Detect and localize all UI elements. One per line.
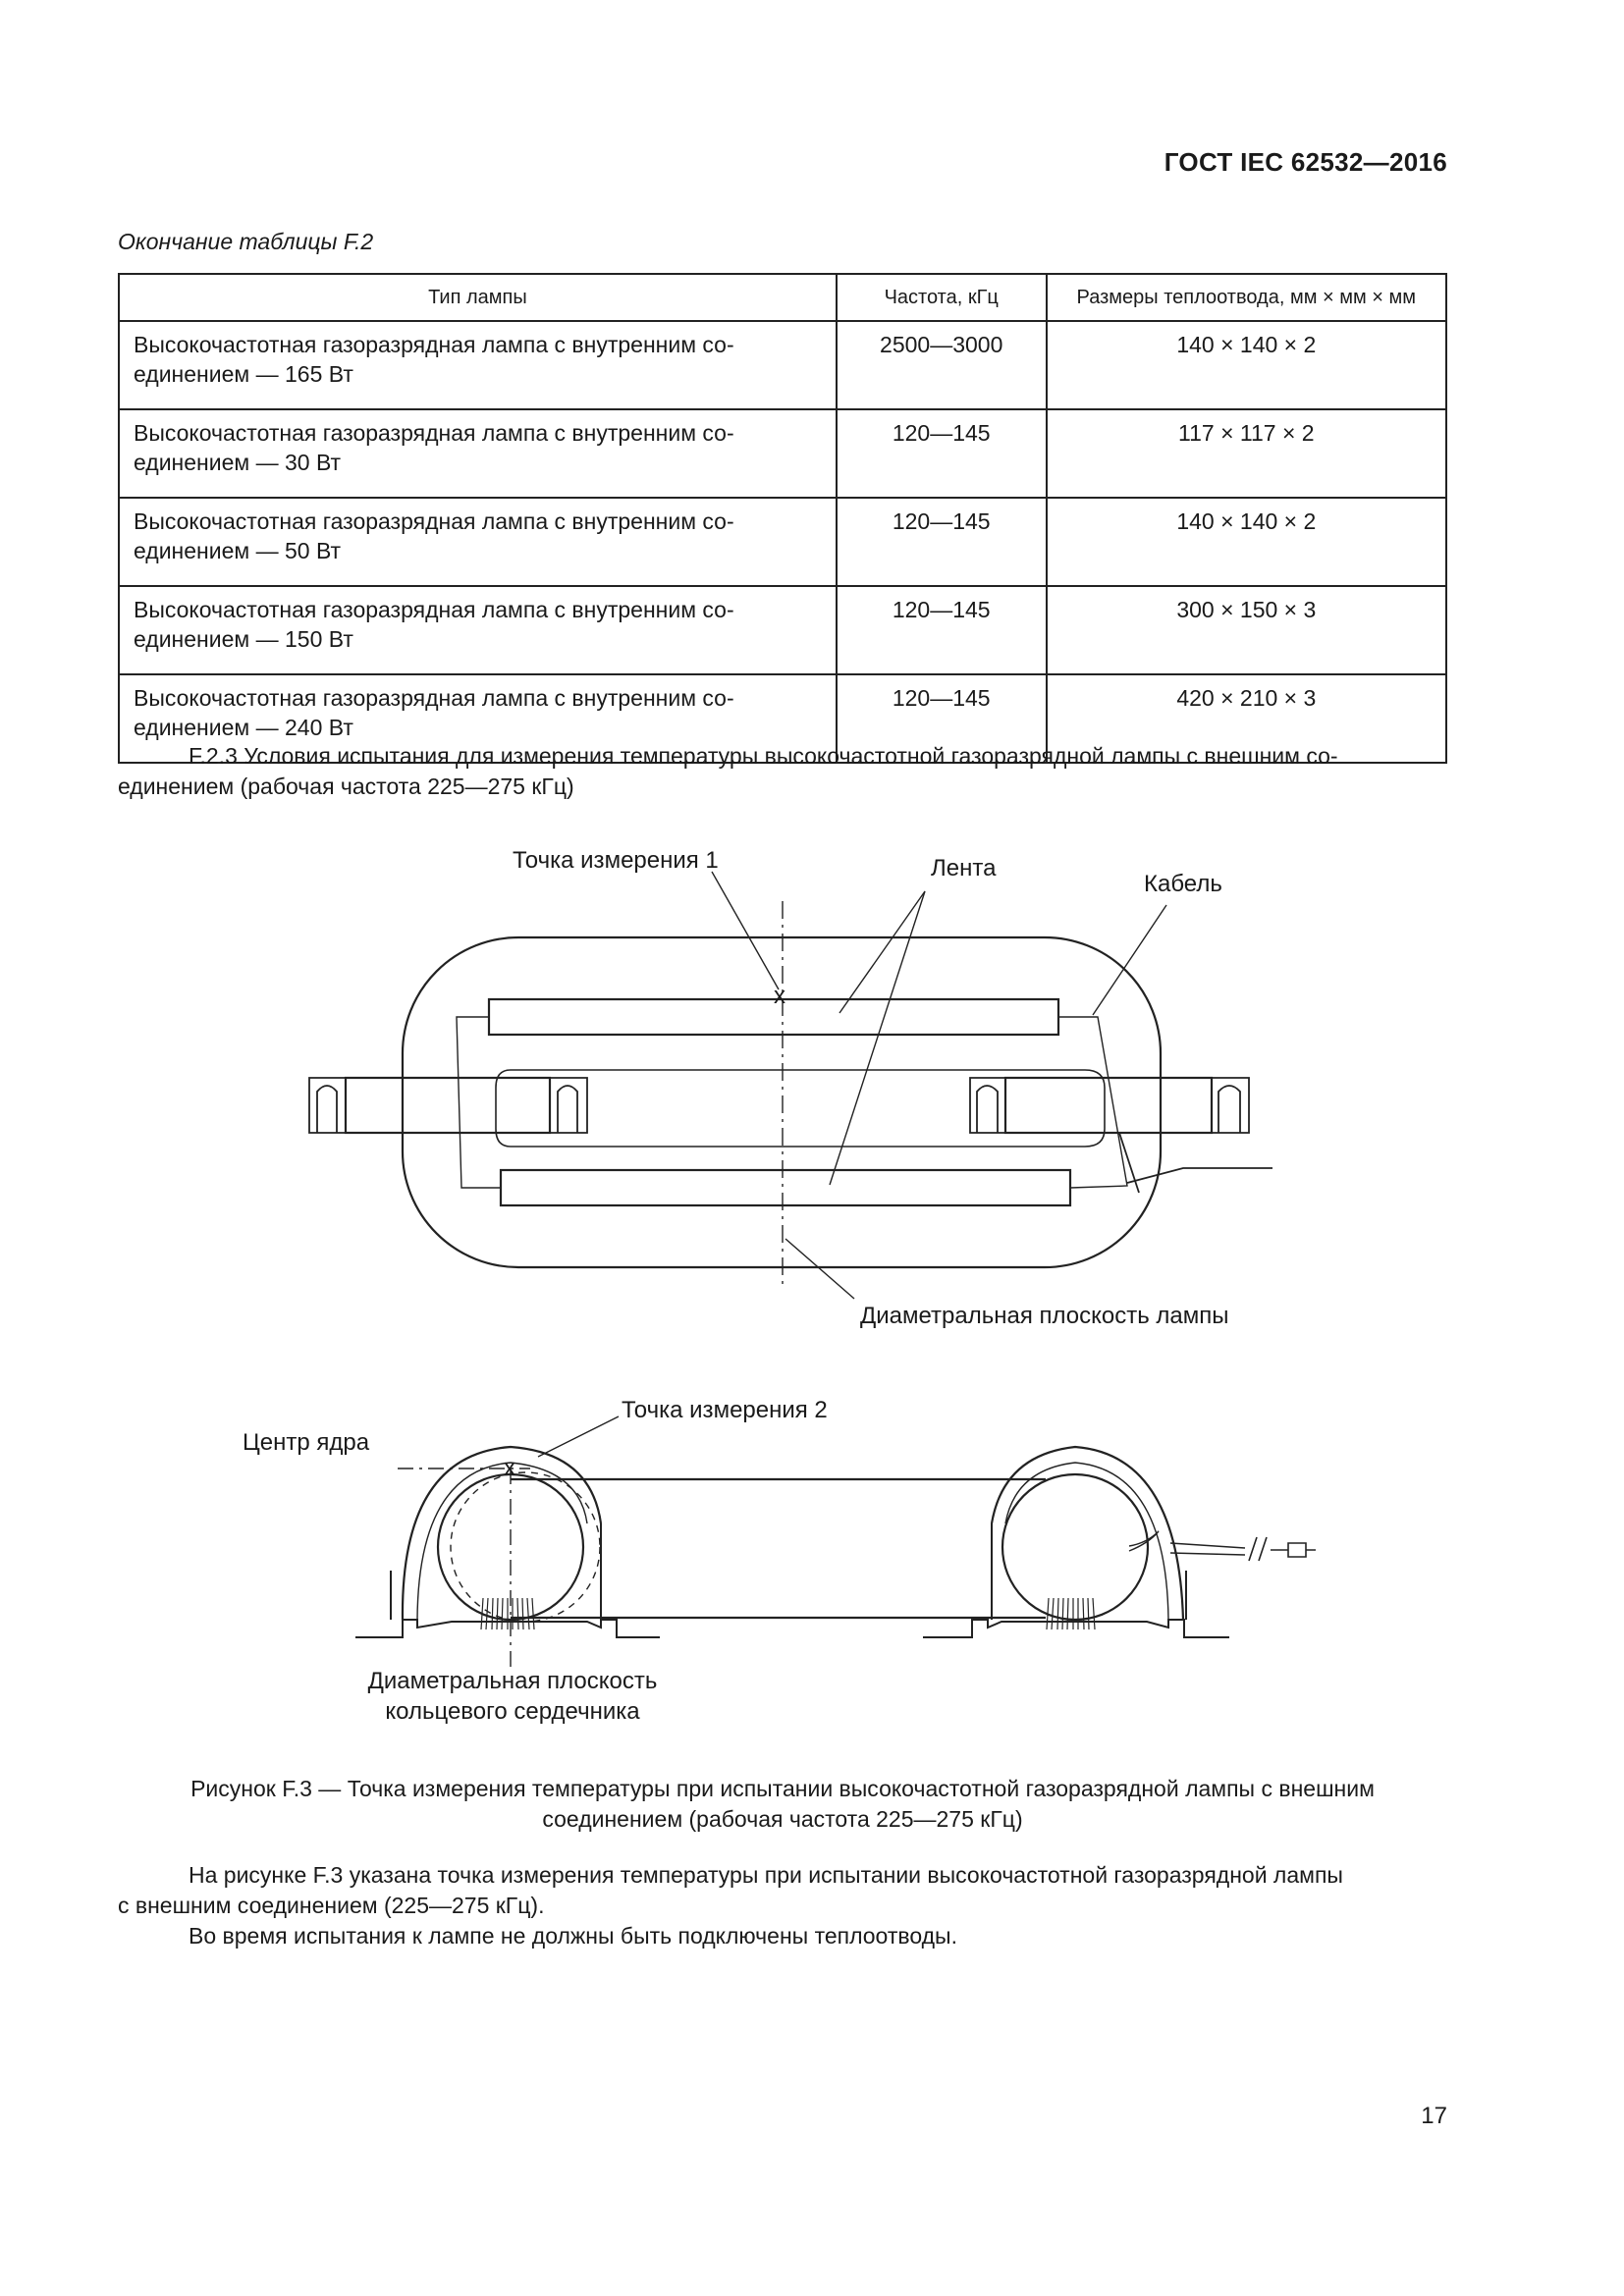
body-para1-line2: с внешним соединением (225—275 кГц). <box>118 1893 545 1918</box>
column-header-frequency: Частота, кГц <box>835 273 1048 322</box>
lamp-type-line2: единением — 240 Вт <box>134 715 353 740</box>
lamp-side-view <box>355 1415 1316 1667</box>
label-measurement-point-1: Точка измерения 1 <box>513 847 719 874</box>
lamp-type-line2: единением — 30 Вт <box>134 450 342 475</box>
lamp-type-line1: Высокочастотная газоразрядная лампа с вн… <box>134 597 734 622</box>
table-header-row: Тип лампы Частота, кГц Размеры теплоотво… <box>118 273 1448 322</box>
lamp-type-cell: Высокочастотная газоразрядная лампа с вн… <box>118 320 838 410</box>
label-core-plane-line2: кольцевого сердечника <box>385 1698 640 1725</box>
lamp-type-line1: Высокочастотная газоразрядная лампа с вн… <box>134 332 734 357</box>
lamp-type-line1: Высокочастотная газоразрядная лампа с вн… <box>134 508 734 534</box>
lamp-type-cell: Высокочастотная газоразрядная лампа с вн… <box>118 673 838 764</box>
lamp-type-cell: Высокочастотная газоразрядная лампа с вн… <box>118 408 838 499</box>
label-core-plane-line1: Диаметральная плоскость <box>368 1668 658 1694</box>
body-paragraph-1: На рисунке F.3 указана точка измерения т… <box>118 1860 1447 1921</box>
label-core-center: Центр ядра <box>243 1429 370 1456</box>
table-row: Высокочастотная газоразрядная лампа с вн… <box>118 673 1448 764</box>
right-winding-hatch <box>1046 1597 1096 1630</box>
mark-point-1-x: x <box>774 983 785 1009</box>
figure-f3-drawing: Точка измерения 1 Лента Кабель Диаметрал… <box>243 847 1316 1725</box>
heatsink-size-cell: 117 × 117 × 2 <box>1045 408 1448 499</box>
section-f23-paragraph: F.2.3 Условия испытания для измерения те… <box>118 741 1447 802</box>
frequency-cell: 120—145 <box>835 585 1048 675</box>
mark-point-2-x: x <box>504 1455 515 1481</box>
page-number: 17 <box>1421 2103 1447 2129</box>
table-row: Высокочастотная газоразрядная лампа с вн… <box>118 320 1448 410</box>
lamp-type-line2: единением — 150 Вт <box>134 626 353 652</box>
table-row: Высокочастотная газоразрядная лампа с вн… <box>118 408 1448 499</box>
column-header-lamp-type: Тип лампы <box>118 273 838 322</box>
frequency-cell: 2500—3000 <box>835 320 1048 410</box>
body-paragraph-2: Во время испытания к лампе не должны быт… <box>189 1923 957 1949</box>
lamp-type-cell: Высокочастотная газоразрядная лампа с вн… <box>118 585 838 675</box>
lamp-type-line1: Высокочастотная газоразрядная лампа с вн… <box>134 685 734 711</box>
lamp-top-view <box>308 871 1272 1300</box>
lower-tape-strip <box>499 1168 1072 1207</box>
frequency-cell: 120—145 <box>835 497 1048 587</box>
heatsink-size-cell: 420 × 210 × 3 <box>1045 673 1448 764</box>
heatsink-size-cell: 140 × 140 × 2 <box>1045 497 1448 587</box>
figure-f3-caption: Рисунок F.3 — Точка измерения температур… <box>118 1774 1447 1835</box>
label-tape: Лента <box>931 855 997 881</box>
table-row: Высокочастотная газоразрядная лампа с вн… <box>118 585 1448 675</box>
table-row: Высокочастотная газоразрядная лампа с вн… <box>118 497 1448 587</box>
label-cable: Кабель <box>1144 871 1222 897</box>
lamp-type-cell: Высокочастотная газоразрядная лампа с вн… <box>118 497 838 587</box>
figure-caption-line2: соединением (рабочая частота 225—275 кГц… <box>542 1806 1023 1832</box>
column-header-heatsink-size: Размеры теплоотвода, мм × мм × мм <box>1045 273 1448 322</box>
frequency-cell: 120—145 <box>835 673 1048 764</box>
left-winding-hatch <box>480 1597 535 1630</box>
figure-caption-line1: Рисунок F.3 — Точка измерения температур… <box>190 1776 1375 1801</box>
lamp-type-line1: Высокочастотная газоразрядная лампа с вн… <box>134 420 734 446</box>
lamp-type-line2: единением — 50 Вт <box>134 538 342 563</box>
document-code-header: ГОСТ IEC 62532—2016 <box>1164 147 1447 177</box>
lamp-spec-table: Тип лампы Частота, кГц Размеры теплоотво… <box>118 273 1448 764</box>
heatsink-size-cell: 300 × 150 × 3 <box>1045 585 1448 675</box>
heatsink-size-cell: 140 × 140 × 2 <box>1045 320 1448 410</box>
table-continuation-caption: Окончание таблицы F.2 <box>118 229 374 254</box>
frequency-cell: 120—145 <box>835 408 1048 499</box>
label-lamp-diametral-plane: Диаметральная плоскость лампы <box>860 1303 1229 1329</box>
section-line1: F.2.3 Условия испытания для измерения те… <box>189 743 1338 769</box>
body-para1-line1: На рисунке F.3 указана точка измерения т… <box>189 1862 1343 1888</box>
lamp-type-line2: единением — 165 Вт <box>134 361 353 387</box>
label-measurement-point-2: Точка измерения 2 <box>622 1397 828 1423</box>
section-line2: единением (рабочая частота 225—275 кГц) <box>118 774 574 799</box>
